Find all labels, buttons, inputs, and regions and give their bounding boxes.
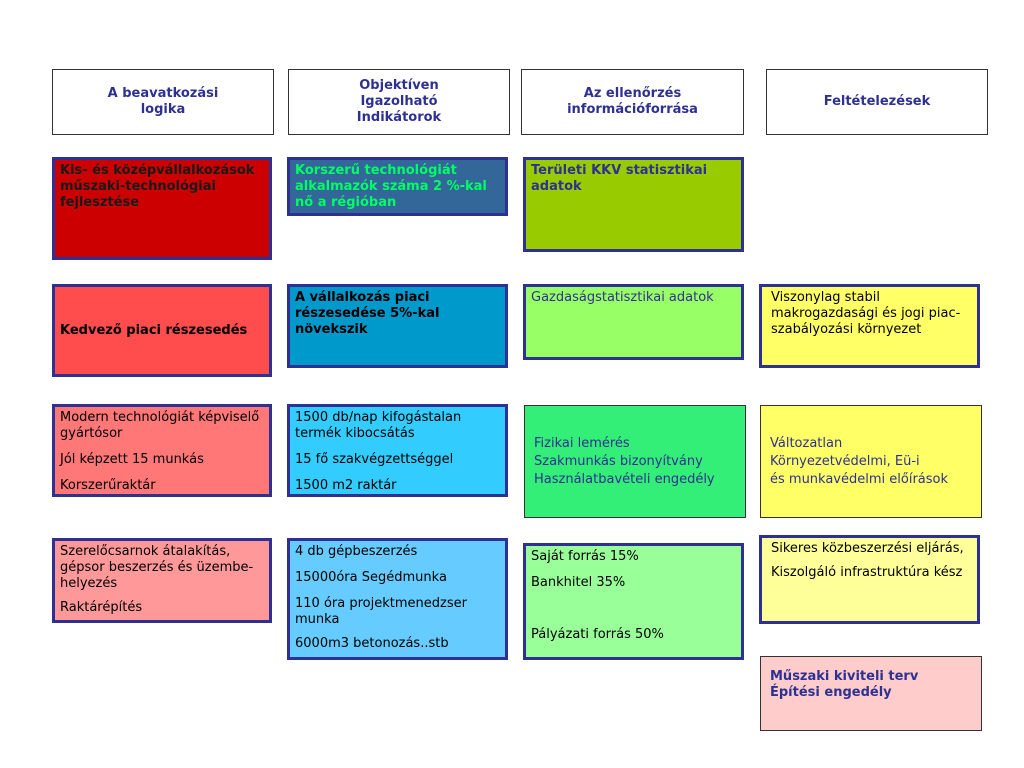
activities-means-1: 4 db gépbeszerzés [295, 544, 418, 559]
project-purpose-source-box: Gazdaságstatisztikai adatok [523, 284, 744, 360]
header-indicators: Objektíven Igazolható Indikátorok [288, 69, 510, 135]
header-assumptions: Feltételezések [766, 69, 988, 135]
activities-means-box: 4 db gépbeszerzés 15000óra Segédmunka 11… [287, 538, 508, 660]
activities-box: Szerelőcsarnok átalakítás, gépsor beszer… [52, 538, 272, 623]
results-assumption-3: és munkavédelmi előírások [770, 471, 949, 487]
results-indicator-1: 1500 db/nap kifogástalan termék kibocsát… [295, 410, 462, 441]
results-source-3: Használatbavételi engedély [534, 471, 715, 487]
activities-item-1: Szerelőcsarnok átalakítás, gépsor beszer… [60, 544, 254, 591]
activities-cost-1: Saját forrás 15% [531, 549, 639, 564]
overall-objective-indicator-box: Korszerű technológiát alkalmazók száma 2… [287, 157, 508, 216]
activities-means-2: 15000óra Segédmunka [295, 570, 447, 585]
activities-cost-2: Bankhitel 35% [531, 575, 626, 590]
project-purpose-text: Kedvező piaci részesedés [60, 322, 248, 338]
activities-assumption-2: Kiszolgáló infrastruktúra kész [771, 565, 963, 580]
results-assumption-box: Változatlan Környezetvédelmi, Eü-i és mu… [760, 405, 982, 518]
results-indicator-3: 1500 m2 raktár [295, 478, 397, 493]
results-indicator-box: 1500 db/nap kifogástalan termék kibocsát… [287, 404, 508, 497]
results-item-1: Modern technológiát képviselő gyártósor [60, 410, 260, 441]
precondition-1: Műszaki kiviteli terv [770, 669, 919, 684]
project-purpose-assumption-box: Viszonylag stabil makrogazdasági és jogi… [759, 284, 980, 368]
results-assumption-1: Változatlan [770, 435, 843, 451]
activities-assumption-1: Sikeres közbeszerzési eljárás, [771, 541, 964, 556]
results-item-3: Korszerűraktár [60, 478, 156, 493]
results-source-box: Fizikai lemérés Szakmunkás bizonyítvány … [524, 405, 746, 518]
activities-item-2: Raktárépítés [60, 600, 143, 615]
project-purpose-box: Kedvező piaci részesedés [52, 284, 272, 377]
results-indicator-2: 15 fő szakvégzettséggel [295, 452, 454, 467]
results-assumption-2: Környezetvédelmi, Eü-i [770, 453, 920, 469]
activities-means-4: 6000m3 betonozás..stb [295, 636, 449, 651]
activities-means-3: 110 óra projektmenedzser munka [295, 596, 467, 627]
header-intervention-logic: A beavatkozási logika [52, 69, 274, 135]
overall-objective-source-box: Területi KKV statisztikai adatok [523, 157, 744, 252]
results-item-2: Jól képzett 15 munkás [60, 452, 204, 467]
results-source-1: Fizikai lemérés [534, 435, 630, 451]
project-purpose-indicator-box: A vállalkozás piaci részesedése 5%-kal n… [287, 284, 508, 368]
preconditions-box: Műszaki kiviteli terv Építési engedély [760, 656, 982, 731]
results-box: Modern technológiát képviselő gyártósor … [52, 404, 272, 497]
activities-assumption-box: Sikeres közbeszerzési eljárás, Kiszolgál… [759, 535, 980, 624]
header-sources: Az ellenőrzés információforrása [521, 69, 744, 135]
results-source-2: Szakmunkás bizonyítvány [534, 453, 703, 469]
precondition-2: Építési engedély [770, 685, 892, 700]
activities-costs-box: Saját forrás 15% Bankhitel 35% Pályázati… [523, 543, 744, 660]
overall-objective-box: Kis- és középvállalkozások műszaki-techn… [52, 157, 272, 260]
activities-cost-3: Pályázati forrás 50% [531, 627, 664, 642]
